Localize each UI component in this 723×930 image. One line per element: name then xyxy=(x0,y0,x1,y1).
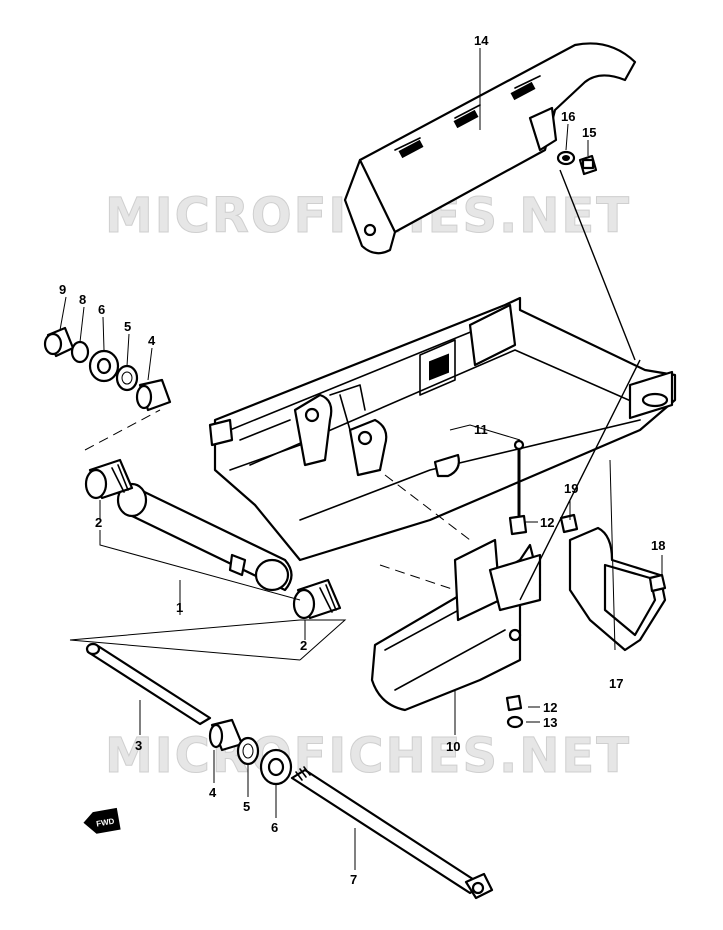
bolt-18 xyxy=(648,573,667,593)
callout-6-lower: 6 xyxy=(271,820,278,835)
bolt-12-lower xyxy=(505,694,523,712)
callout-11: 11 xyxy=(474,422,488,437)
callout-13: 13 xyxy=(543,715,557,730)
svg-text:FWD: FWD xyxy=(96,817,116,829)
oil-seal-6-upper xyxy=(88,349,120,383)
cap-9 xyxy=(43,326,75,358)
bearing-2-right xyxy=(292,578,342,620)
chain-guard-plate-17 xyxy=(568,526,667,652)
oil-seal-6-lower xyxy=(259,748,293,786)
callout-10: 10 xyxy=(446,739,460,754)
callout-6-upper: 6 xyxy=(98,302,105,317)
washer-5-lower xyxy=(236,736,260,766)
nut-13 xyxy=(506,715,524,729)
bearing-2-left xyxy=(84,458,134,500)
callout-19: 19 xyxy=(564,481,578,496)
washer-8 xyxy=(70,340,90,364)
forward-arrow-icon: FWD xyxy=(83,807,121,834)
callout-2-right: 2 xyxy=(300,638,307,653)
leader-lines xyxy=(59,48,663,870)
bolt-19 xyxy=(559,513,579,534)
bolt-12-upper xyxy=(508,514,528,536)
callout-5-lower: 5 xyxy=(243,799,250,814)
callout-1: 1 xyxy=(176,600,183,615)
callout-4-upper: 4 xyxy=(148,333,156,348)
callout-4-lower: 4 xyxy=(209,785,217,800)
callout-9: 9 xyxy=(59,282,66,297)
pivot-pipe-3 xyxy=(85,642,212,726)
pivot-shaft-7 xyxy=(290,766,494,900)
callout-3: 3 xyxy=(135,738,142,753)
swingarm-body xyxy=(116,296,677,592)
spacer-4-lower xyxy=(208,718,244,752)
callout-5-upper: 5 xyxy=(124,319,131,334)
callout-7: 7 xyxy=(350,872,357,887)
callout-12-lower: 12 xyxy=(543,700,557,715)
bolt-15 xyxy=(578,154,598,176)
callout-12-upper: 12 xyxy=(540,515,554,530)
callout-8: 8 xyxy=(79,292,86,307)
washer-5-upper xyxy=(115,364,139,392)
callout-16: 16 xyxy=(561,109,575,124)
callout-labels: 14 16 15 9 8 6 5 4 11 2 12 19 18 1 2 17 … xyxy=(59,33,665,887)
callout-14: 14 xyxy=(474,33,489,48)
callout-17: 17 xyxy=(609,676,623,691)
bolt-11 xyxy=(513,439,525,517)
callout-18: 18 xyxy=(651,538,665,553)
watermark-bottom: MICROFICHES.NET xyxy=(105,728,631,784)
chain-case-10 xyxy=(370,538,542,712)
callout-15: 15 xyxy=(582,125,596,140)
callout-2-left: 2 xyxy=(95,515,102,530)
chain-guard xyxy=(343,42,637,255)
washer-16 xyxy=(556,150,576,166)
spacer-4-upper xyxy=(135,378,172,412)
